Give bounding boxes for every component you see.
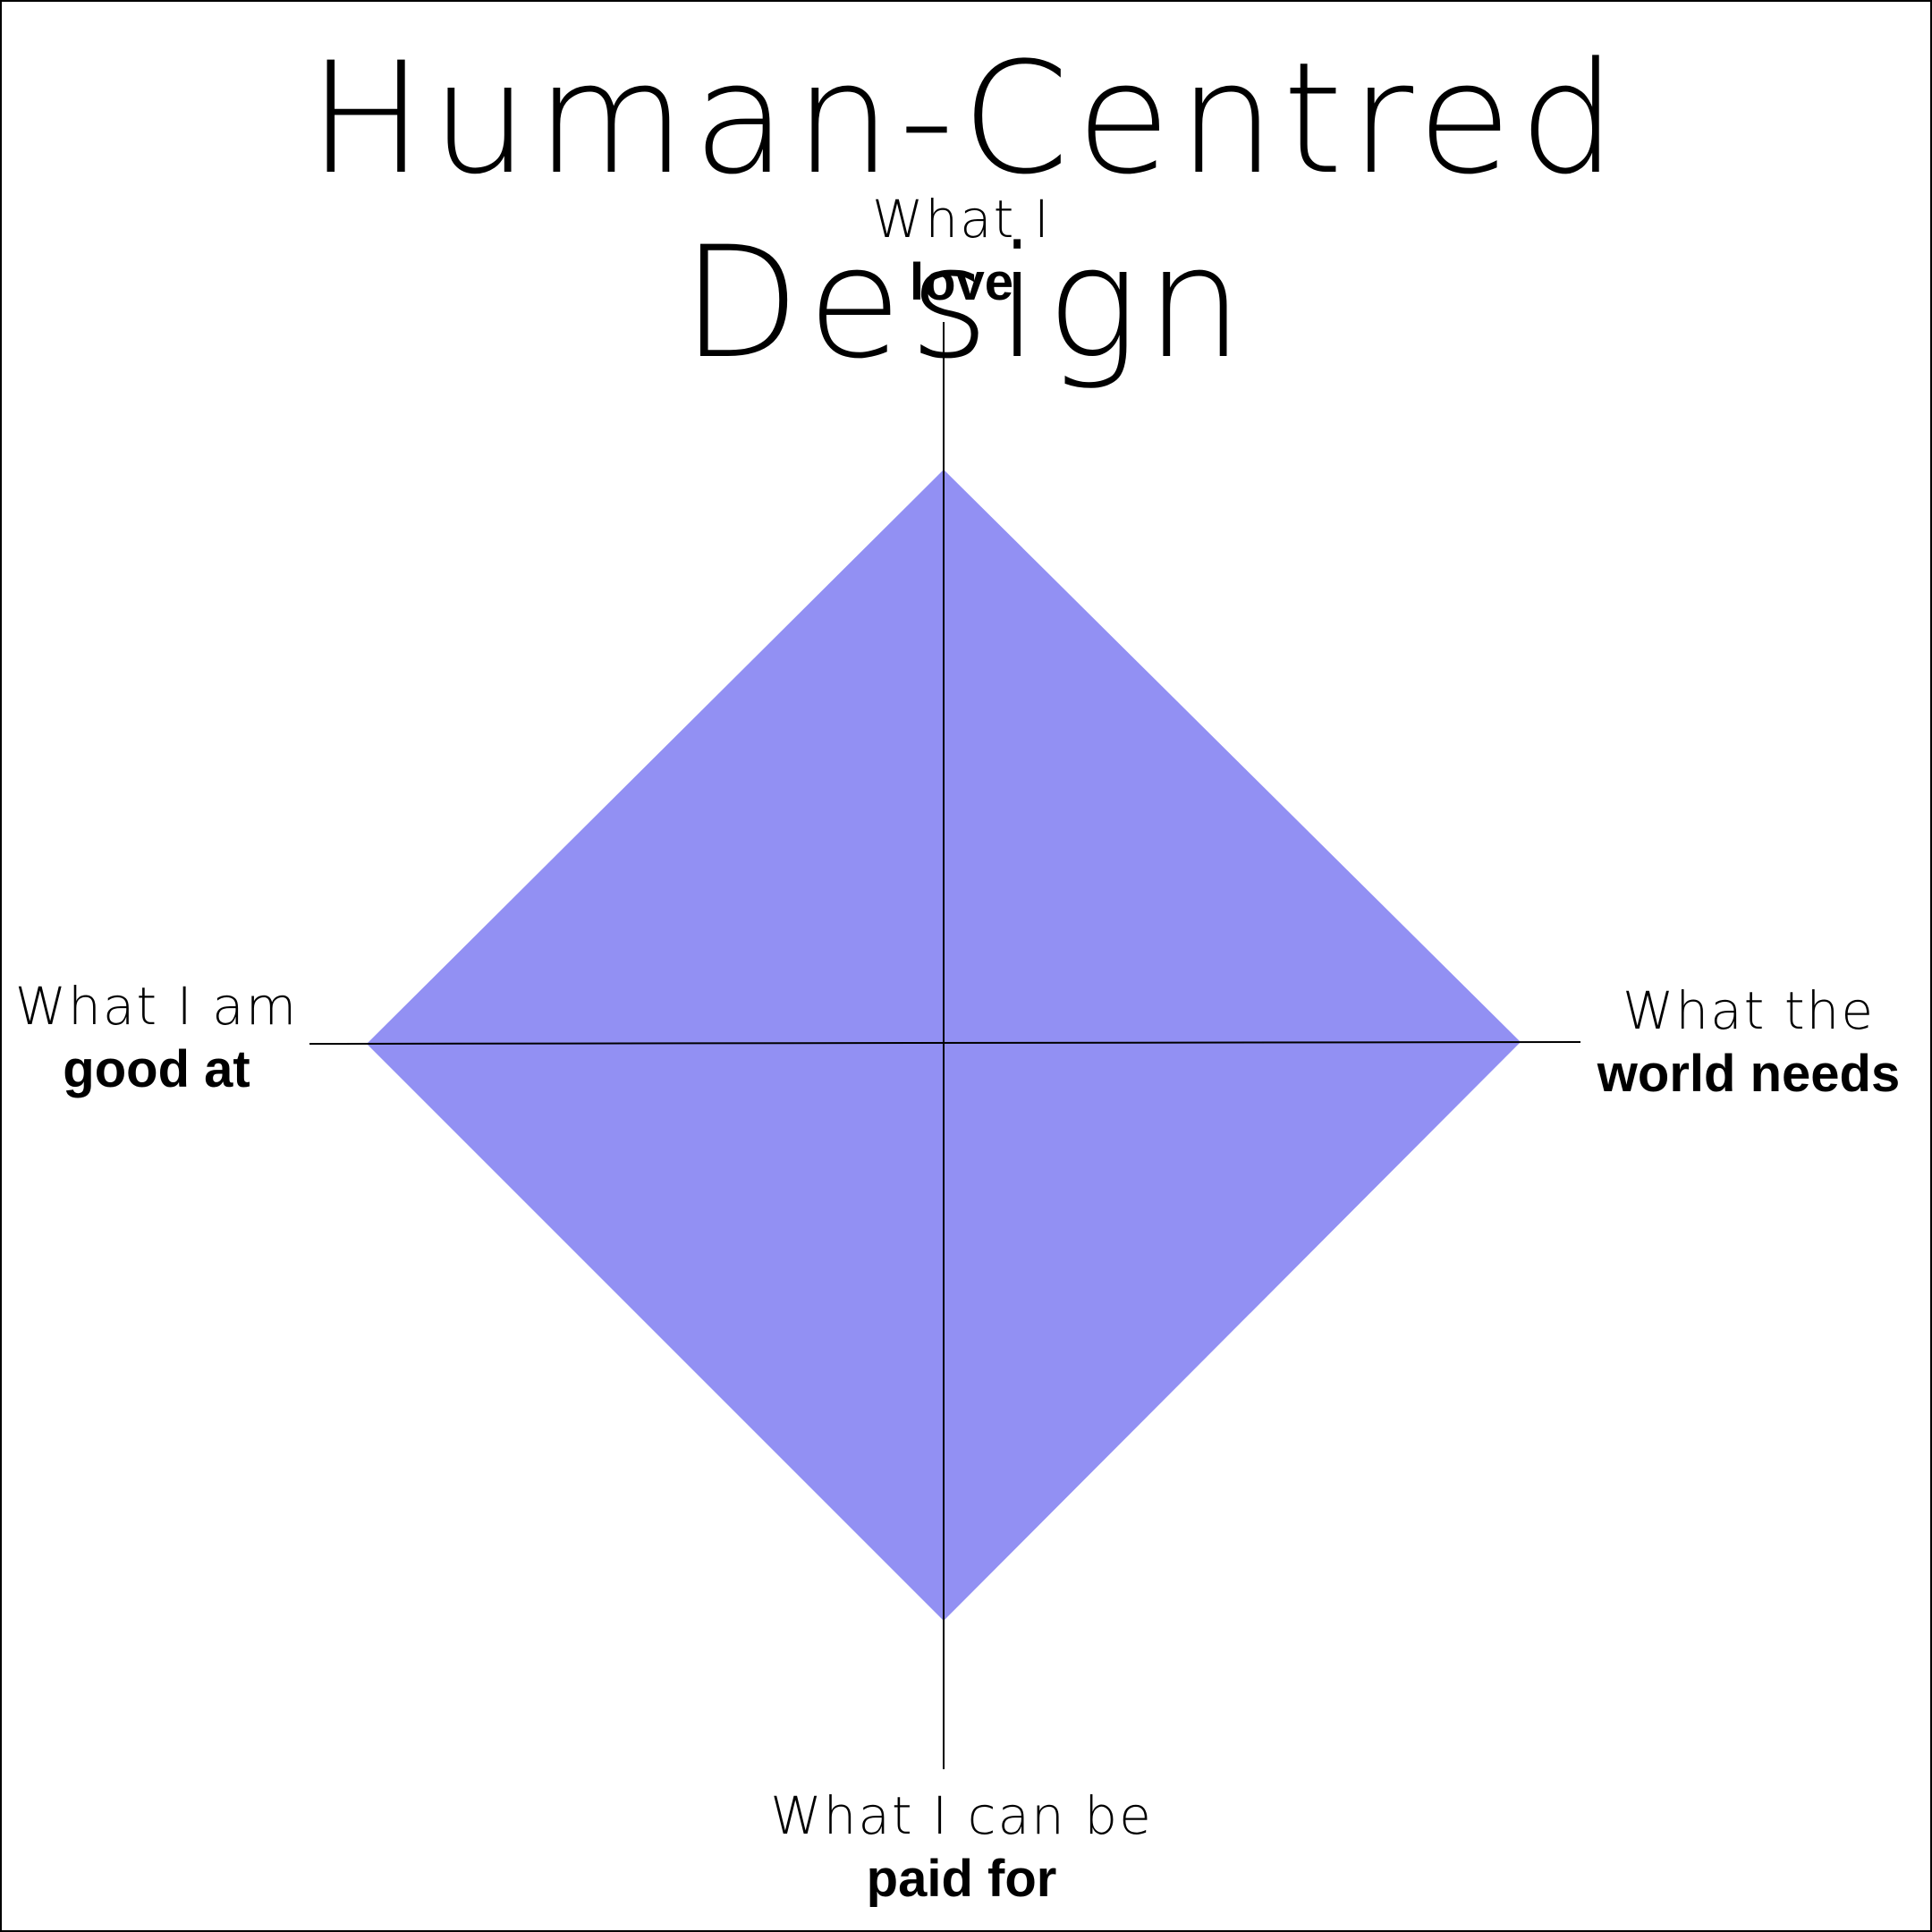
label-paid-for-keyword: paid for [866, 1850, 1057, 1908]
label-world-needs: What the world needs [1565, 979, 1932, 1106]
label-love-keyword: love [909, 253, 1014, 311]
horizontal-axis-line [309, 1041, 1581, 1045]
label-world-needs-keyword: world needs [1597, 1045, 1901, 1103]
label-good-at: What I am good at [0, 975, 313, 1102]
label-good-at-prefix: What I am [14, 976, 299, 1037]
label-good-at-keyword: good at [63, 1040, 250, 1098]
label-love: What I love [783, 188, 1140, 315]
label-world-needs-prefix: What the [1622, 980, 1875, 1041]
label-paid-for: What I can be paid for [742, 1784, 1181, 1911]
label-paid-for-prefix: What I can be [770, 1785, 1153, 1846]
page-title: Human-Centred Design [308, 29, 1624, 394]
label-love-prefix: What I [872, 189, 1051, 250]
